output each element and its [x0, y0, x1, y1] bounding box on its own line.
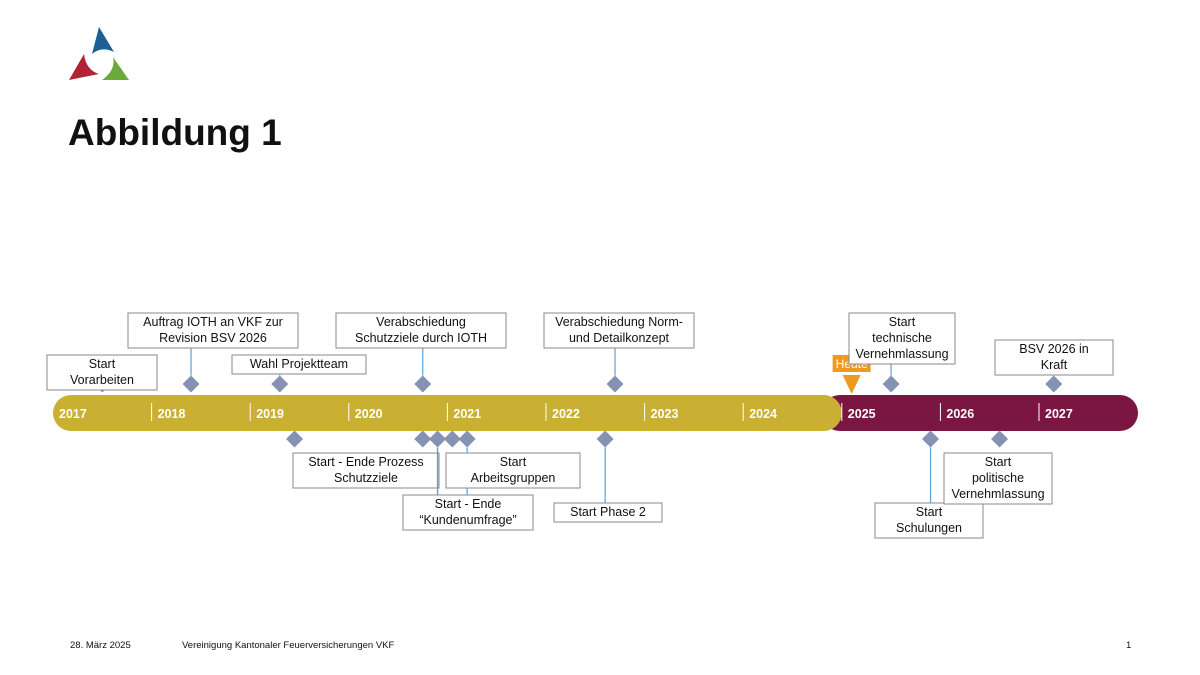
milestone-diamond-icon	[443, 430, 461, 448]
milestone-label: Start	[500, 455, 527, 469]
milestone-label: technische	[872, 331, 932, 345]
milestone-label: Verabschiedung Norm-	[555, 315, 683, 329]
year-label: 2025	[848, 407, 876, 421]
milestone-label-box	[445, 452, 581, 489]
milestone-label: Vernehmlassung	[951, 487, 1044, 501]
year-label: 2023	[651, 407, 679, 421]
milestone-diamond-icon	[271, 375, 289, 393]
milestone-label: Start - Ende	[435, 497, 502, 511]
vkf-logo-icon	[69, 27, 129, 80]
milestone-label: Start - Ende Prozess	[308, 455, 423, 469]
milestone-label-box	[402, 494, 534, 531]
milestone-label-box	[292, 452, 440, 489]
milestone-diamond-icon	[1045, 375, 1063, 393]
milestone-diamond-icon	[182, 375, 200, 393]
page-title: Abbildung 1	[68, 112, 282, 153]
milestone-diamond-icon	[922, 430, 940, 448]
future-period-bar	[821, 395, 1138, 431]
milestone-label-box	[543, 312, 695, 349]
footer-organization: Vereinigung Kantonaler Feuerversicherung…	[182, 640, 395, 651]
milestone-label-box	[46, 354, 158, 391]
milestone-10: Start - Ende “Kundenumfrage”	[402, 494, 534, 531]
milestone-label: Schutzziele durch IOTH	[355, 331, 487, 345]
milestone-label: und Detailkonzept	[569, 331, 670, 345]
milestone-label-box	[848, 312, 956, 365]
year-label: 2017	[59, 407, 87, 421]
milestone-label: politische	[972, 471, 1024, 485]
year-label: 2019	[256, 407, 284, 421]
milestone-label: Schulungen	[896, 521, 962, 535]
milestone-label: “Kundenumfrage”	[419, 513, 516, 527]
today-triangle-icon	[842, 375, 861, 394]
milestone-label: Revision BSV 2026	[159, 331, 267, 345]
milestone-label: Vorarbeiten	[70, 373, 134, 387]
milestone-diamond-icon	[991, 430, 1009, 448]
milestone-label: Start	[89, 357, 116, 371]
milestone-3: Wahl Projektteam	[231, 354, 367, 375]
milestone-5: Verabschiedung Norm-und Detailkonzept	[543, 312, 695, 349]
milestone-7: BSV 2026 in Kraft	[994, 339, 1114, 376]
year-label: 2022	[552, 407, 580, 421]
footer-date: 28. März 2025	[70, 640, 131, 651]
year-label: 2018	[158, 407, 186, 421]
milestone-13: Start Phase 2	[553, 502, 663, 523]
milestone-label-box	[231, 354, 367, 375]
milestone-diamond-icon	[414, 375, 432, 393]
milestone-label-box	[994, 339, 1114, 376]
milestone-diamond-icon	[458, 430, 476, 448]
footer-page-number: 1	[1126, 640, 1132, 651]
milestone-diamond-icon	[596, 430, 614, 448]
milestone-label: Auftrag IOTH an VKF zur	[143, 315, 283, 329]
milestone-diamond-icon	[429, 430, 447, 448]
milestone-label-box	[127, 312, 299, 349]
milestone-label: Kraft	[1041, 358, 1068, 372]
milestone-label-box	[553, 502, 663, 523]
milestone-diamond-icon	[606, 375, 624, 393]
year-label: 2021	[453, 407, 481, 421]
year-label: 2027	[1045, 407, 1073, 421]
milestone-label-box	[943, 452, 1053, 505]
milestone-diamond-icon	[286, 430, 304, 448]
year-label: 2020	[355, 407, 383, 421]
milestone-diamond-icon	[414, 430, 432, 448]
year-label: 2024	[749, 407, 777, 421]
milestone-label: Arbeitsgruppen	[471, 471, 556, 485]
milestone-label: Verabschiedung	[376, 315, 466, 329]
milestone-label-box	[335, 312, 507, 349]
milestone-label: Start Phase 2	[570, 505, 646, 519]
milestone-label: Vernehmlassung	[855, 347, 948, 361]
milestone-label: Wahl Projektteam	[250, 357, 348, 371]
milestone-label: Start	[985, 455, 1012, 469]
milestone-label: Start	[916, 505, 943, 519]
milestone-label: Start	[889, 315, 916, 329]
milestone-diamond-icon	[882, 375, 900, 393]
milestone-label: BSV 2026 in	[1019, 342, 1089, 356]
milestone-label-box	[874, 502, 984, 539]
milestone-label: Schutzziele	[334, 471, 398, 485]
year-label: 2026	[946, 407, 974, 421]
